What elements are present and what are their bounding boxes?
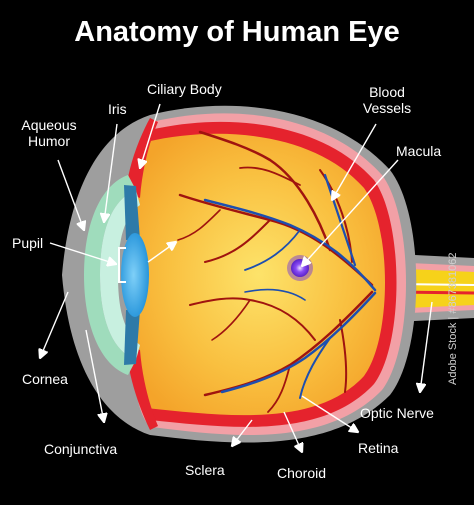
- blood-vessels-arrow: [332, 123, 377, 200]
- aqueous-chamber: [100, 190, 140, 360]
- lens: [121, 233, 149, 317]
- label-aqueous-humor: Aqueous Humor: [21, 117, 77, 149]
- pupil-bracket: [118, 247, 126, 283]
- conjunctiva-arrow: [85, 329, 104, 422]
- blood-vessels-blue: [203, 173, 377, 399]
- iris-arrow: [104, 123, 118, 222]
- ciliary-body-lower: [126, 345, 158, 430]
- label-retina: Retina: [358, 440, 399, 456]
- cornea: [84, 175, 136, 375]
- vitreous-arrow: [147, 242, 176, 263]
- optic-nerve-arrow: [420, 301, 433, 392]
- label-blood-vessels: Blood Vessels: [362, 84, 412, 116]
- label-choroid: Choroid: [277, 465, 327, 481]
- label-iris: Iris: [108, 101, 127, 117]
- label-macula: Macula: [396, 143, 442, 159]
- iris-lower: [124, 310, 140, 365]
- cornea-arrow: [40, 291, 69, 358]
- label-cornea: Cornea: [22, 371, 68, 387]
- iris-upper: [124, 185, 140, 240]
- label-optic-nerve: Optic Nerve: [360, 405, 434, 421]
- retina-arrow: [301, 395, 358, 432]
- aqueous-humor-arrow: [57, 159, 84, 230]
- label-pupil: Pupil: [12, 235, 44, 251]
- sclera-arrow: [232, 419, 253, 446]
- label-ciliary-body: Ciliary Body: [147, 81, 222, 97]
- label-sclera: Sclera: [185, 462, 225, 478]
- macula-arrow: [302, 159, 399, 266]
- pupil-arrow: [49, 242, 116, 264]
- diagram-title: Anatomy of Human Eye: [74, 16, 400, 48]
- stock-watermark: Adobe Stock | #867381062: [447, 252, 459, 385]
- ciliary-body-arrow: [140, 103, 161, 168]
- label-conjunctiva: Conjunctiva: [44, 441, 118, 457]
- choroid-arrow: [283, 411, 302, 452]
